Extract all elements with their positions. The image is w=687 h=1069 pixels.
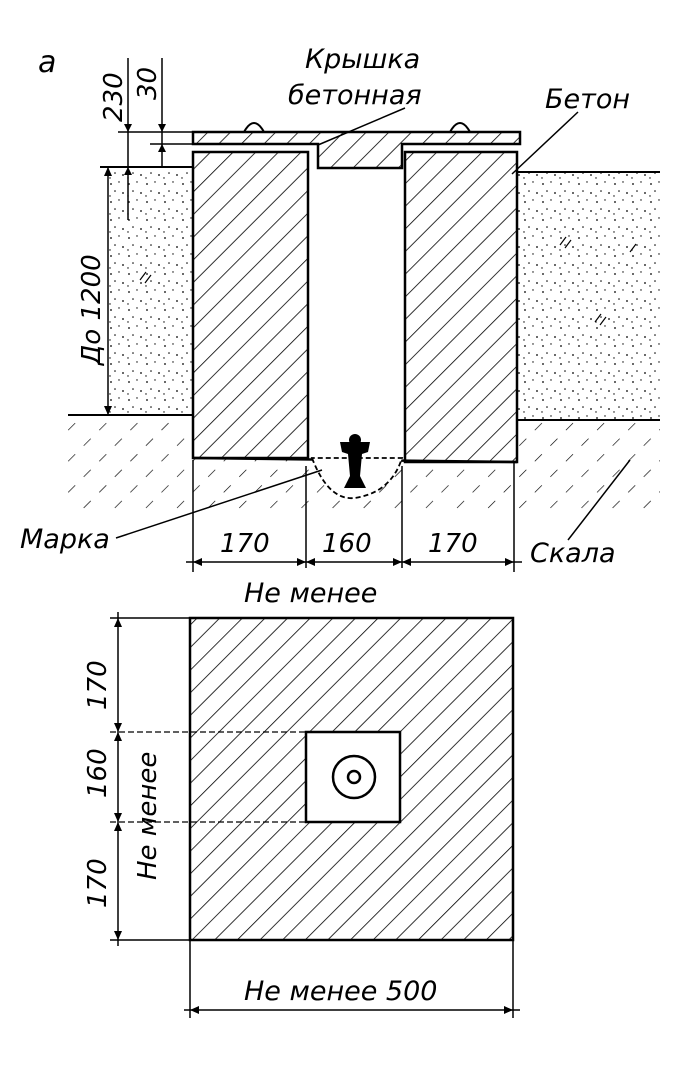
- cover-label-line2: бетонная: [288, 80, 422, 111]
- soil-right: [517, 172, 660, 420]
- dim-depth-label: До 1200: [77, 254, 107, 366]
- marker-head: [349, 434, 361, 446]
- plan-view: 170 160 170 Не менее Не менее 500: [83, 612, 520, 1018]
- survey-marker-icon: [340, 442, 370, 488]
- section-view: a Крышка бетонная Бетон Марка Скала 170 …: [20, 44, 660, 609]
- soil-left: [108, 167, 193, 415]
- rock-label: Скала: [530, 538, 616, 569]
- dim-cover-thickness: 30: [133, 67, 163, 100]
- dim-wall-right: 170: [428, 529, 478, 559]
- concrete-wall-right: [403, 150, 519, 464]
- plan-shaft: [304, 730, 402, 824]
- dim-wall-left: 170: [220, 529, 270, 559]
- plan-dim-bottom-label: 170: [83, 858, 113, 908]
- soil-marks: [139, 236, 637, 326]
- leaders: [115, 107, 631, 541]
- dim-depth: [104, 167, 112, 415]
- dim-shaft: 160: [322, 529, 372, 559]
- plan-dim-bottom: [184, 940, 520, 1018]
- cover-handle-right: [449, 122, 471, 133]
- dim-cover-gap: 230: [99, 72, 129, 122]
- plan-mid-note: Не менее: [133, 752, 163, 880]
- concrete-wall-left: [191, 150, 310, 460]
- plan-dim-top: 170: [83, 660, 113, 710]
- marker-outer-ring: [331, 754, 377, 800]
- cover-label-line1: Крышка: [305, 44, 420, 75]
- dim-chain: [186, 460, 522, 572]
- not-less-label: Не менее: [244, 578, 377, 609]
- section-label: a: [38, 45, 56, 80]
- concrete-cover: [191, 130, 522, 170]
- plan-dim-mid: 160: [83, 748, 113, 798]
- marker-label: Марка: [20, 524, 110, 555]
- cover-handle-left: [243, 122, 265, 133]
- plan-dim-left: [110, 612, 190, 946]
- not-less-500-label: Не менее 500: [244, 976, 437, 1007]
- dim-cover: [118, 58, 193, 220]
- marker-inner-ring: [346, 769, 362, 785]
- concrete-label: Бетон: [545, 84, 630, 115]
